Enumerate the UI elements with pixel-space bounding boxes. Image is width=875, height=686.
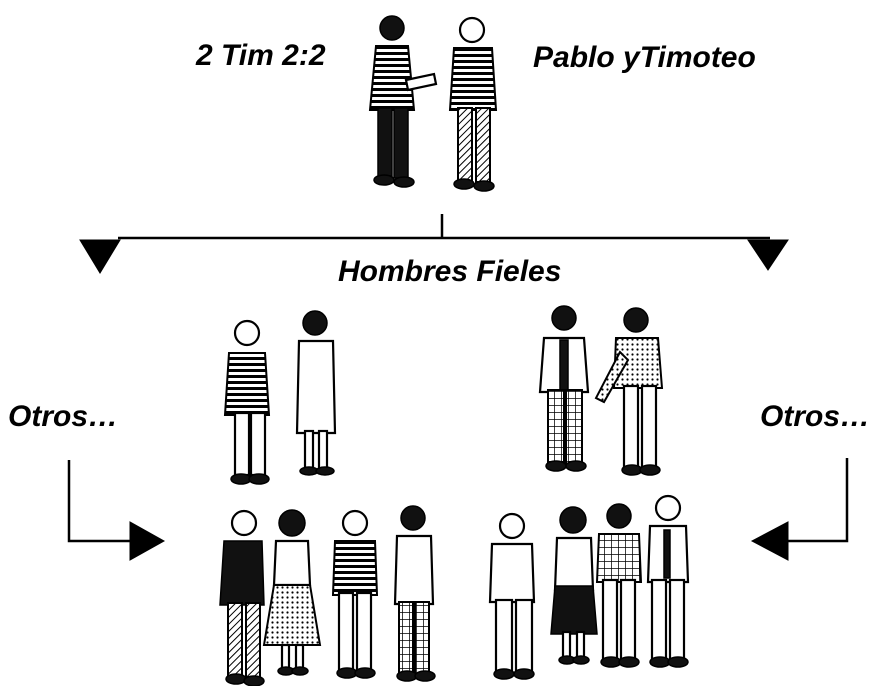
top-pair-figures [368, 15, 498, 192]
right-others-label: Otros… [760, 400, 871, 433]
person-figure [488, 512, 536, 680]
right-elbow-arrow [750, 458, 849, 561]
middle-left-pair [223, 310, 337, 485]
right-down-arrow-icon [747, 239, 789, 271]
person-figure [368, 15, 438, 188]
left-arrow-head-icon [129, 521, 166, 561]
bottom-right-group [488, 494, 690, 680]
right-arrow-head-icon [750, 521, 789, 561]
top-pair-label: Pablo yTimoteo [533, 41, 756, 74]
person-figure [595, 503, 643, 668]
person-figure [448, 16, 498, 192]
left-others-label: Otros… [8, 400, 119, 433]
person-figure [646, 494, 690, 668]
middle-right-pair [538, 305, 664, 476]
person-figure [538, 305, 590, 472]
person-figure [393, 505, 436, 682]
person-figure [550, 506, 598, 665]
person-figure [223, 319, 271, 485]
left-down-arrow-icon [79, 239, 121, 274]
middle-group-label: Hombres Fieles [338, 255, 562, 288]
left-elbow-arrow [67, 460, 166, 561]
scripture-reference-label: 2 Tim 2:2 [196, 39, 326, 72]
person-figure [594, 307, 664, 476]
person-figure [331, 509, 379, 679]
branch-connector [79, 214, 789, 274]
person-figure [295, 310, 337, 476]
person-figure [262, 509, 322, 676]
person-figure [219, 509, 265, 686]
bottom-left-group [219, 505, 436, 686]
